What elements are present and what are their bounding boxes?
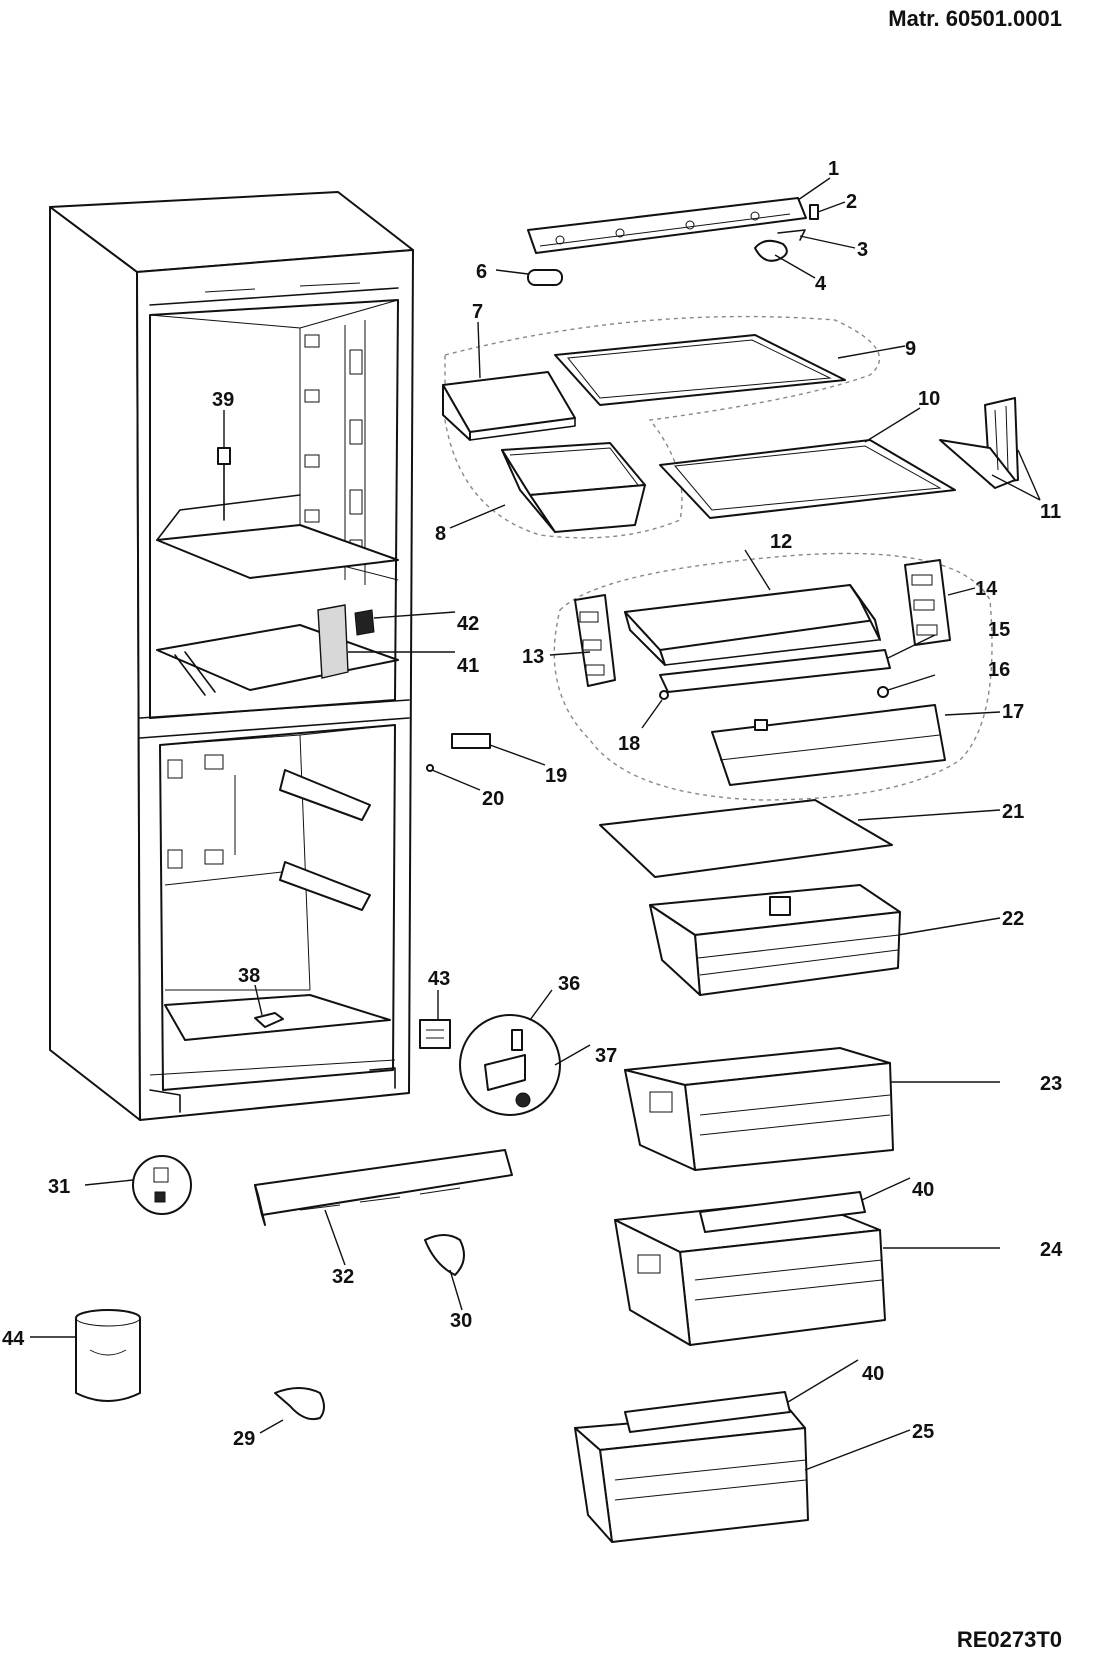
callout-1: 1 <box>828 158 839 180</box>
part-36-hinge-circle <box>459 1014 561 1116</box>
callout-32: 32 <box>332 1266 354 1288</box>
callout-6: 6 <box>476 261 487 283</box>
part-22-crisper-drawer <box>649 884 901 996</box>
callout-36: 36 <box>558 973 580 995</box>
cabinet <box>49 191 414 1121</box>
part-31-hinge-detail <box>132 1155 192 1215</box>
drawing-code: RE0273T0 <box>956 1627 1062 1652</box>
part-6-lamp-cover <box>527 269 563 286</box>
callout-11: 11 <box>1040 501 1061 523</box>
part-30-cover <box>424 1234 465 1276</box>
callout-16: 16 <box>988 659 1010 681</box>
callout-31: 31 <box>48 1176 70 1198</box>
part-44-cup <box>75 1309 141 1402</box>
callout-40-lower: 40 <box>862 1363 884 1385</box>
part-1-control-panel <box>527 197 807 254</box>
part-40-handle-lower <box>624 1391 791 1433</box>
part-40-handle-upper <box>699 1191 866 1233</box>
callout-18: 18 <box>618 733 640 755</box>
part-38-drain <box>254 1012 284 1028</box>
callout-38: 38 <box>238 965 260 987</box>
callout-20: 20 <box>482 788 504 810</box>
part-19-latch <box>451 733 491 749</box>
part-11-bottle-holder <box>939 397 1019 489</box>
callout-4: 4 <box>815 273 827 295</box>
group-outline-door <box>553 552 993 801</box>
part-41-filter <box>317 604 349 679</box>
part-20-pin <box>426 764 434 772</box>
part-3-clip <box>777 229 806 241</box>
part-42-light <box>354 609 375 636</box>
part-9-glass-shelf <box>554 334 846 406</box>
callout-24: 24 <box>1040 1239 1063 1261</box>
callout-19: 19 <box>545 765 567 787</box>
part-10-glass-shelf <box>659 439 956 519</box>
freezer-compartment <box>159 724 396 1091</box>
callout-37: 37 <box>595 1045 617 1067</box>
callout-13: 13 <box>522 646 544 668</box>
part-29-scraper <box>274 1387 325 1421</box>
part-17-door-bin <box>711 704 946 786</box>
part-32-kickplate <box>254 1149 513 1226</box>
part-23-freezer-drawer <box>624 1047 894 1171</box>
callout-numbers: 1 2 3 4 6 7 8 9 10 11 12 13 14 15 16 17 … <box>2 158 1063 1450</box>
callout-8: 8 <box>435 523 446 545</box>
callout-12: 12 <box>770 531 792 553</box>
callout-44: 44 <box>2 1328 25 1350</box>
callout-40-upper: 40 <box>912 1179 934 1201</box>
callout-3: 3 <box>857 239 868 261</box>
part-18-pin <box>659 690 669 700</box>
part-7-cover <box>442 371 576 441</box>
part-2-screw <box>809 204 819 220</box>
callout-25: 25 <box>912 1421 934 1443</box>
callout-41: 41 <box>457 655 479 677</box>
callout-22: 22 <box>1002 908 1024 930</box>
callout-7: 7 <box>472 301 483 323</box>
callout-9: 9 <box>905 338 916 360</box>
callout-42: 42 <box>457 613 479 635</box>
callout-2: 2 <box>846 191 857 213</box>
callout-15: 15 <box>988 619 1010 641</box>
part-8-dairy-box <box>501 442 646 533</box>
cabinet-left-side <box>49 206 141 1121</box>
callout-29: 29 <box>233 1428 255 1450</box>
part-13-bracket <box>574 594 616 687</box>
part-21-glass-plate <box>599 799 893 878</box>
leader-lines <box>30 177 1041 1471</box>
callout-39: 39 <box>212 389 234 411</box>
part-16-screw <box>877 686 889 698</box>
callout-10: 10 <box>918 388 940 410</box>
part-12-door-shelf <box>624 584 881 666</box>
part-43-label <box>419 1019 451 1049</box>
callout-21: 21 <box>1002 801 1024 823</box>
callout-14: 14 <box>975 578 998 600</box>
callout-30: 30 <box>450 1310 472 1332</box>
material-number: Matr. 60501.0001 <box>888 6 1062 31</box>
callout-23: 23 <box>1040 1073 1062 1095</box>
callout-43: 43 <box>428 968 450 990</box>
callout-17: 17 <box>1002 701 1024 723</box>
part-25-freezer-drawer <box>574 1409 809 1543</box>
part-4-knob <box>754 239 788 262</box>
part-37-hinge-pin <box>515 1092 531 1108</box>
part-14-bracket <box>904 559 951 646</box>
part-15-trim-strip <box>659 649 891 693</box>
